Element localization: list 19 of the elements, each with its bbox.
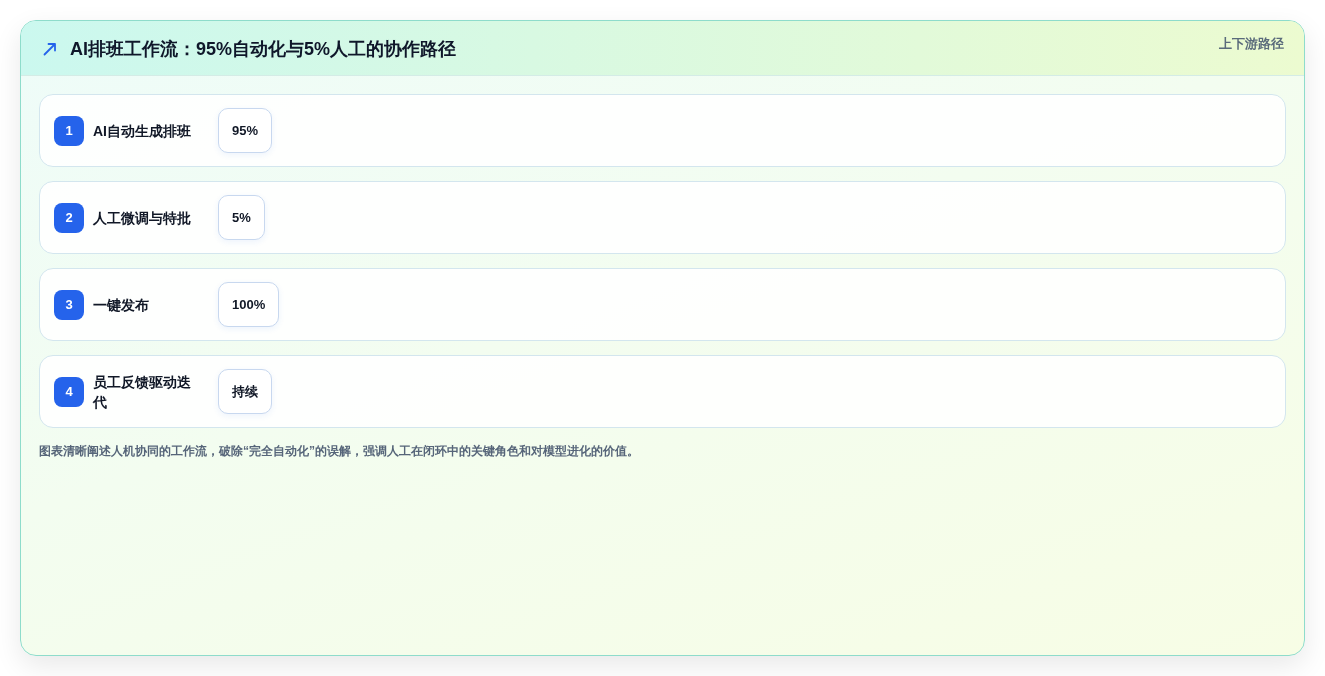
step-label: AI自动生成排班 [93, 121, 192, 141]
step-number: 3 [54, 289, 84, 320]
step-label: 员工反馈驱动迭代 [93, 372, 192, 412]
step-card [39, 181, 1286, 254]
step-number: 1 [54, 115, 84, 146]
diagram-title: AI排班工作流：95%自动化与5%人工的协作路径 [70, 38, 457, 61]
step-number: 4 [54, 376, 84, 407]
share-tag: 95% [218, 108, 273, 153]
share-tag: 100% [218, 282, 280, 327]
step-card [39, 355, 1286, 428]
share-tag: 5% [218, 195, 265, 240]
step-card [39, 94, 1286, 167]
caption-text: 图表清晰阐述人机协同的工作流，破除“完全自动化”的误解，强调人工在闭环中的关键角色和对模型进化的价值。 [39, 443, 639, 460]
step-number: 2 [54, 202, 84, 233]
step-label: 人工微调与特批 [93, 208, 192, 228]
header-note: 上下游路径 [1219, 35, 1284, 53]
share-tag: 持续 [218, 369, 272, 414]
step-card [39, 268, 1286, 341]
step-label: 一键发布 [93, 295, 150, 315]
